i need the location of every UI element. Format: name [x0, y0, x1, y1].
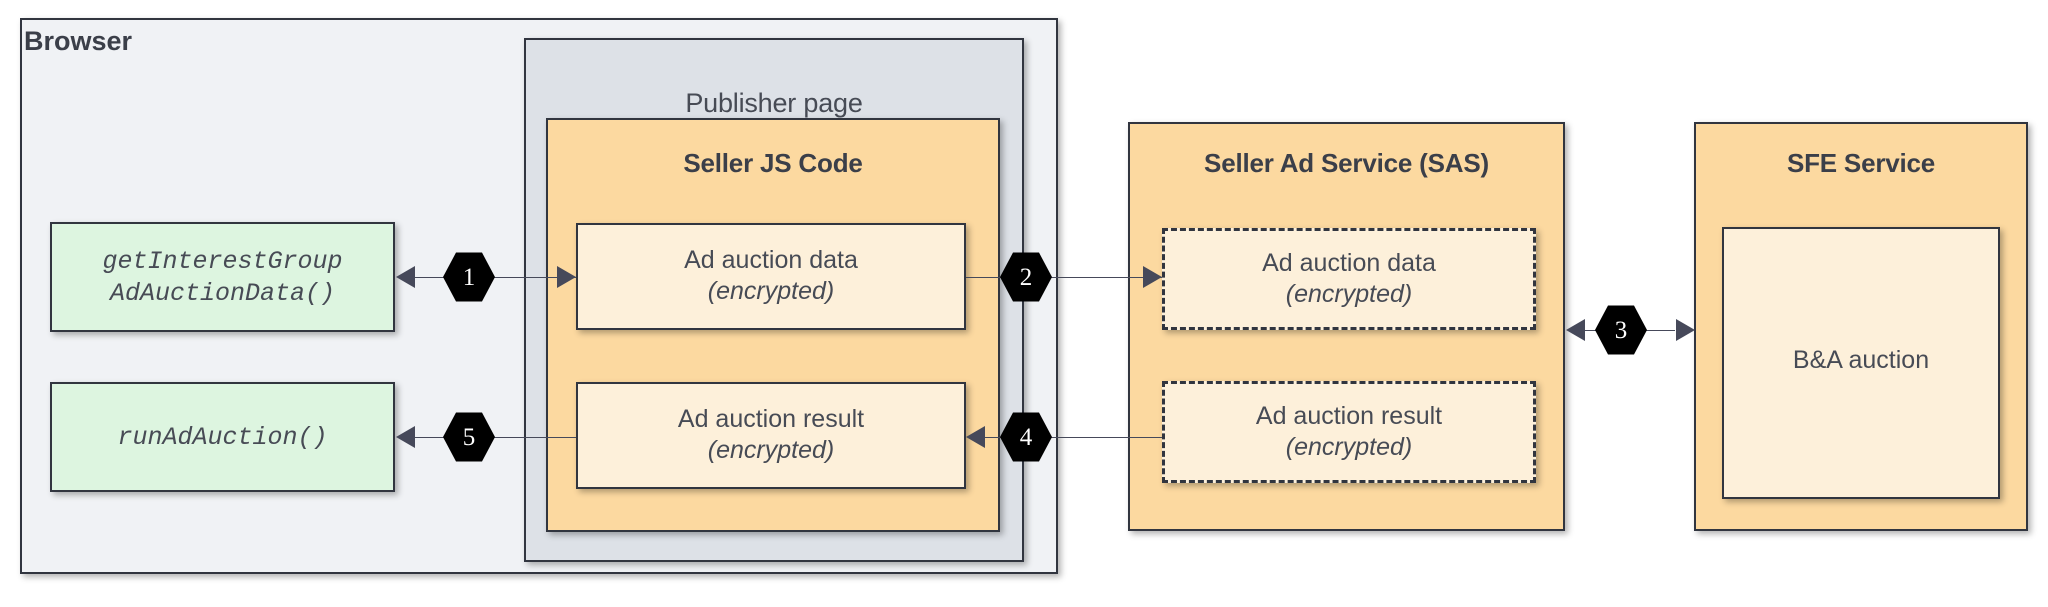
- step-1-line: [414, 277, 576, 278]
- sfe-service-title: SFE Service: [1786, 148, 1936, 178]
- sas-ad-auction-result-box: Ad auction result (encrypted): [1162, 381, 1536, 483]
- browser-title: Browser: [24, 26, 133, 56]
- seller-js-ad-auction-data-label: Ad auction data (encrypted): [578, 245, 964, 306]
- sas-ad-auction-data-title: Ad auction data: [1262, 249, 1436, 277]
- step-4-line: [985, 437, 1162, 438]
- step-5-arrowhead-left: [396, 426, 415, 448]
- step-2-arrowhead-right: [1143, 266, 1162, 288]
- sas-ad-auction-result-label: Ad auction result (encrypted): [1165, 401, 1533, 462]
- run-ad-auction-label: runAdAuction(): [117, 423, 328, 452]
- step-1-arrowhead-left: [396, 266, 415, 288]
- seller-ad-service-title: Seller Ad Service (SAS): [1204, 148, 1489, 178]
- seller-js-ad-auction-result-title: Ad auction result: [677, 405, 865, 433]
- seller-js-ad-auction-result-label: Ad auction result (encrypted): [578, 404, 964, 465]
- sas-ad-auction-data-label: Ad auction data (encrypted): [1165, 248, 1533, 309]
- bna-auction-label: B&A auction: [1792, 346, 1930, 374]
- step-1-arrowhead-right: [557, 266, 576, 288]
- get-interest-group-ad-auction-data-label: getInterestGroup AdAuctionData(): [52, 246, 393, 309]
- step-3-arrowhead-right: [1676, 319, 1695, 341]
- step-2-line: [966, 277, 1162, 278]
- seller-js-ad-auction-result-sublabel: (encrypted): [707, 435, 835, 464]
- get-interest-group-ad-auction-data-box: getInterestGroup AdAuctionData(): [50, 222, 395, 332]
- seller-js-ad-auction-data-title: Ad auction data: [684, 246, 858, 274]
- seller-js-code-title: Seller JS Code: [683, 148, 863, 178]
- step-4-arrowhead-left: [966, 426, 985, 448]
- bna-auction-box: B&A auction: [1722, 227, 2000, 499]
- step-badge-3: 3: [1595, 305, 1647, 355]
- publisher-page-title: Publisher page: [685, 88, 863, 118]
- api-call-1-line-2: AdAuctionData(): [109, 278, 336, 308]
- sas-ad-auction-result-sublabel: (encrypted): [1285, 432, 1413, 461]
- seller-js-ad-auction-data-sublabel: (encrypted): [707, 276, 835, 305]
- seller-js-ad-auction-result-box: Ad auction result (encrypted): [576, 382, 966, 489]
- sas-ad-auction-data-box: Ad auction data (encrypted): [1162, 228, 1536, 330]
- api-call-1-line-1: getInterestGroup: [102, 247, 343, 276]
- step-5-line: [414, 437, 576, 438]
- run-ad-auction-box: runAdAuction(): [50, 382, 395, 492]
- step-3-arrowhead-left: [1566, 319, 1585, 341]
- sas-ad-auction-result-title: Ad auction result: [1255, 402, 1443, 430]
- seller-js-ad-auction-data-box: Ad auction data (encrypted): [576, 223, 966, 330]
- sas-ad-auction-data-sublabel: (encrypted): [1285, 279, 1413, 308]
